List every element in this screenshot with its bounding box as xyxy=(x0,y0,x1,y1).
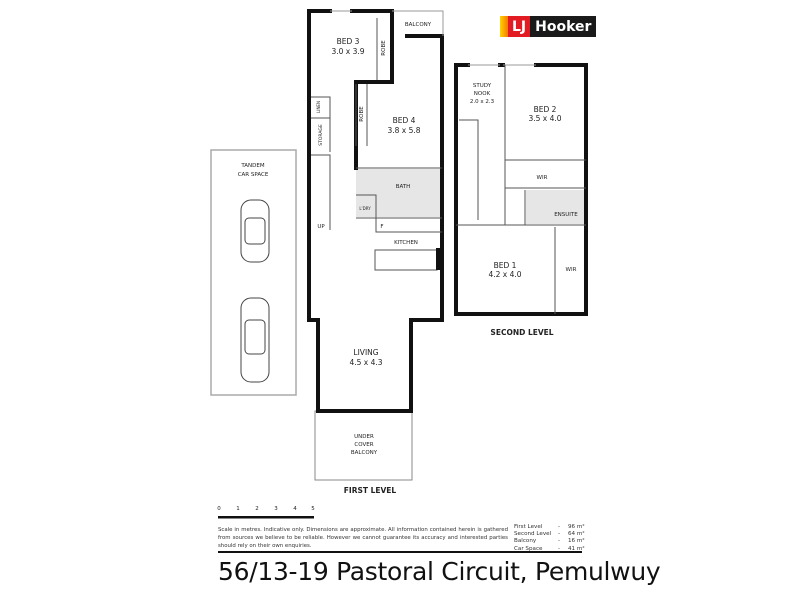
scale-tick: 0 xyxy=(217,506,221,512)
stairs-label: UP xyxy=(317,224,325,230)
room-label-bed4: BED 4 xyxy=(393,116,416,125)
scale-tick: 3 xyxy=(274,506,278,512)
scale-tick: 5 xyxy=(311,506,315,512)
address-title: 56/13-19 Pastoral Circuit, Pemulwuy xyxy=(218,557,661,586)
room-label-study: STUDY xyxy=(473,83,492,89)
area-row: First Level-96 m² xyxy=(514,524,585,530)
area-row: Second Level-64 m² xyxy=(514,531,585,538)
area-label: First Level xyxy=(514,524,543,530)
logo-lj: LJ xyxy=(508,16,531,37)
area-value: 41 m² xyxy=(568,545,585,552)
linen-label: LINEN xyxy=(316,101,321,113)
disclaimer: Scale in metres. Indicative only. Dimens… xyxy=(218,527,508,549)
room-size-living: 4.5 x 4.3 xyxy=(349,358,382,367)
room-label-balcony-under: UNDER xyxy=(354,434,374,440)
room-size-study: 2.0 x 2.3 xyxy=(470,99,495,105)
car-icon xyxy=(240,297,270,383)
room-label-bed1: BED 1 xyxy=(494,261,517,270)
area-label: Balcony xyxy=(514,538,537,545)
area-row: Balcony-16 m² xyxy=(514,538,585,545)
robe-label: ROBE xyxy=(381,40,387,56)
second-level-plan: STUDY NOOK 2.0 x 2.3 BED 2 3.5 x 4.0 WIR… xyxy=(454,63,588,337)
fridge-label: F xyxy=(380,224,383,230)
room-label-balcony: BALCONY xyxy=(405,22,432,28)
storage-label: STORAGE xyxy=(318,124,324,146)
room-label-wir: WIR xyxy=(566,267,577,273)
room-label-wir: WIR xyxy=(537,175,548,181)
tandem-car-space: TANDEM CAR SPACE xyxy=(210,149,297,396)
area-summary: First Level-96 m² Second Level-64 m² Bal… xyxy=(514,524,585,553)
room-label-living: LIVING xyxy=(353,348,378,357)
first-level-plan: BED 3 3.0 x 3.9 ROBE BALCONY BED 4 3.8 x… xyxy=(307,9,444,495)
logo-gradient xyxy=(500,16,508,37)
car-icon xyxy=(240,199,270,263)
scale-tick: 4 xyxy=(293,506,297,512)
first-level-title: FIRST LEVEL xyxy=(344,486,397,495)
room-label-bath: BATH xyxy=(396,184,411,190)
scale-bar: 0 1 2 3 4 5 xyxy=(217,506,315,519)
area-label: Car Space xyxy=(514,545,543,552)
room-label-balcony-under: COVER xyxy=(354,442,373,448)
area-row: Car Space-41 m² xyxy=(514,545,585,552)
room-size-bed2: 3.5 x 4.0 xyxy=(528,114,561,123)
scale-tick: 1 xyxy=(236,506,240,512)
lj-hooker-logo: LJ Hooker xyxy=(500,16,597,37)
area-label: Second Level xyxy=(514,531,552,538)
room-label-ensuite: ENSUITE xyxy=(554,212,578,218)
area-value: 64 m² xyxy=(568,531,585,538)
room-label-bed2: BED 2 xyxy=(534,105,557,114)
room-label-laundry: L'DRY xyxy=(359,206,371,211)
room-size-bed4: 3.8 x 5.8 xyxy=(387,126,420,135)
room-label-study: NOOK xyxy=(474,91,491,97)
car-space-label: CAR SPACE xyxy=(238,172,269,178)
car-space-label: TANDEM xyxy=(240,163,265,169)
area-value: 96 m² xyxy=(568,524,585,530)
room-size-bed3: 3.0 x 3.9 xyxy=(331,47,364,56)
room-size-bed1: 4.2 x 4.0 xyxy=(488,270,521,279)
room-label-kitchen: KITCHEN xyxy=(394,240,418,246)
robe-label: ROBE xyxy=(359,106,365,122)
divider xyxy=(218,551,582,553)
area-value: 16 m² xyxy=(568,538,585,545)
room-label-balcony-under: BALCONY xyxy=(351,450,378,456)
logo-hooker: Hooker xyxy=(530,16,597,37)
scale-tick: 2 xyxy=(255,506,259,512)
room-label-bed3: BED 3 xyxy=(337,37,360,46)
second-level-title: SECOND LEVEL xyxy=(490,328,553,337)
